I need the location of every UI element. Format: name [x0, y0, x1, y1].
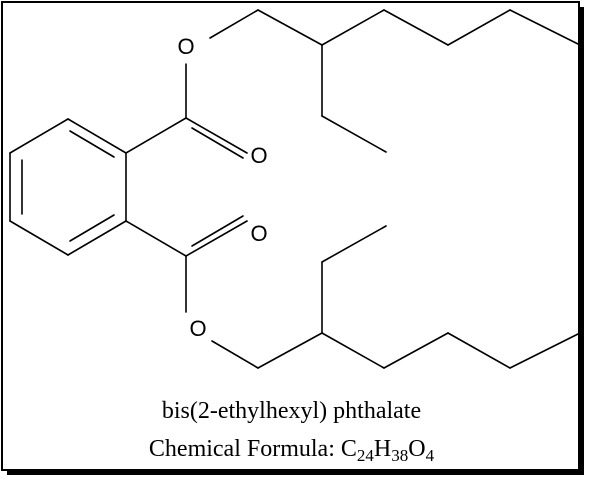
formula-element: H: [373, 436, 392, 462]
ring-double-bond: [69, 214, 115, 242]
formula-element: C: [340, 436, 357, 462]
bond: [321, 225, 387, 263]
bond: [209, 9, 259, 39]
carbonyl-double-bond: [191, 215, 244, 247]
bond: [383, 9, 449, 46]
formula-subscript: 38: [391, 446, 409, 465]
formula-subscript: 4: [425, 446, 435, 465]
bond: [321, 332, 385, 369]
bond: [257, 332, 323, 369]
ring-bond: [67, 118, 127, 154]
chemical-formula: Chemical Formula: C24H38O4: [4, 436, 579, 466]
bond: [383, 332, 449, 369]
bond: [211, 340, 259, 369]
bond: [125, 220, 187, 257]
carbonyl-bond: [185, 117, 248, 154]
benzene-ring: [9, 118, 127, 256]
bond: [447, 332, 511, 369]
bottom-ethylhexyl-chain: [257, 225, 579, 369]
formula-subscript: 24: [356, 446, 374, 465]
bond: [509, 333, 579, 369]
ring-bond: [67, 220, 127, 256]
carbonyl-double-bond: [191, 127, 244, 159]
ester-oxygen-bottom-label: O: [189, 316, 206, 341]
bond: [257, 9, 323, 46]
bond: [125, 117, 187, 154]
ring-double-bond: [69, 130, 115, 158]
formula-element: O: [408, 436, 426, 462]
bond: [321, 115, 387, 153]
formula-body: C24H38O4: [340, 436, 435, 465]
top-ester-group: [125, 9, 259, 159]
bond: [509, 9, 579, 45]
carbonyl-oxygen-top-label: O: [250, 143, 267, 168]
bond: [447, 9, 511, 46]
compound-name: bis(2-ethylhexyl) phthalate: [161, 398, 422, 424]
ring-bond: [9, 220, 69, 256]
frame-border: [1, 1, 580, 471]
formula-prefix: Chemical Formula:: [148, 436, 341, 462]
top-ethylhexyl-chain: [257, 9, 579, 153]
carbonyl-oxygen-bottom-label: O: [250, 221, 267, 246]
bottom-ester-group: [125, 215, 259, 369]
ester-oxygen-top-label: O: [177, 34, 194, 59]
bond: [321, 9, 385, 46]
carbonyl-bond: [185, 220, 248, 257]
ring-bond: [9, 118, 69, 154]
